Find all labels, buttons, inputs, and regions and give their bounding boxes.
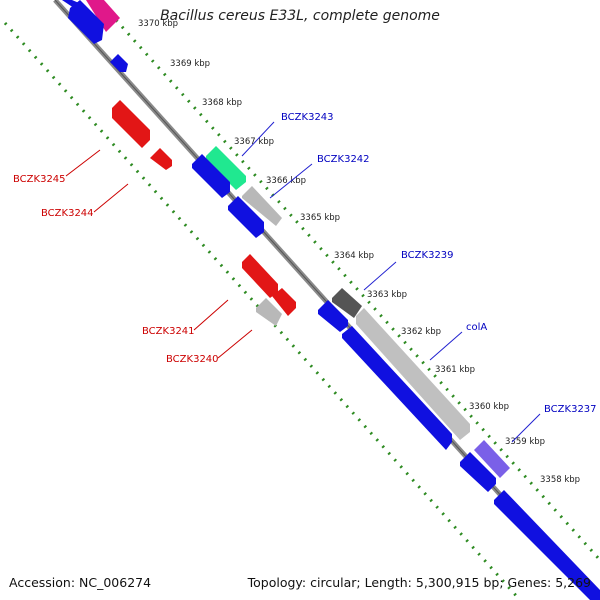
gene-bczk3239[interactable] — [332, 288, 362, 318]
label-bczk3241[interactable]: BCZK3241 — [142, 326, 195, 337]
leader-bczk3240 — [217, 329, 253, 359]
leader-bczk3241 — [193, 299, 229, 331]
gene-forward-6[interactable] — [342, 326, 452, 450]
gene-bczk3240[interactable] — [256, 298, 282, 326]
genome-summary: Topology: circular; Length: 5,300,915 bp… — [247, 575, 591, 590]
label-bczk3240[interactable]: BCZK3240 — [166, 354, 219, 365]
gene-bczk3245[interactable] — [112, 100, 150, 148]
leader-bczk3237 — [511, 413, 541, 443]
gene-forward-3[interactable] — [110, 54, 128, 72]
label-bczk3239[interactable]: BCZK3239 — [401, 250, 454, 261]
kbp-label: 3365 kbp — [300, 213, 340, 223]
kbp-label: 3366 kbp — [266, 176, 306, 186]
gene-bczk3242[interactable] — [192, 154, 230, 198]
leader-bczk3239 — [363, 261, 397, 291]
gene-forward-2[interactable] — [68, 0, 104, 44]
kbp-label: 3360 kbp — [469, 402, 509, 412]
leader-bczk3244 — [93, 183, 129, 213]
gene-labels: BCZK3243 BCZK3242 BCZK3239 colA BCZK3237… — [13, 112, 597, 443]
kbp-label: 3364 kbp — [334, 251, 374, 261]
leader-bczk3245 — [65, 149, 101, 177]
gene-forward-7[interactable] — [460, 452, 496, 492]
gene-features — [62, 0, 600, 600]
gene-grey-1[interactable] — [242, 186, 282, 226]
gene-forward-pink[interactable] — [86, 0, 120, 32]
gene-cola[interactable] — [356, 308, 470, 440]
gene-bczk3243[interactable] — [206, 146, 246, 190]
label-bczk3245[interactable]: BCZK3245 — [13, 174, 66, 185]
kbp-label: 3369 kbp — [170, 59, 210, 69]
gene-forward-5[interactable] — [318, 300, 348, 332]
gene-bczk3241[interactable] — [242, 254, 278, 298]
accession-text: Accession: NC_006274 — [9, 575, 152, 590]
label-cola[interactable]: colA — [466, 322, 487, 333]
gene-forward-8[interactable] — [494, 490, 600, 600]
label-bczk3243[interactable]: BCZK3243 — [281, 112, 334, 123]
kbp-label: 3362 kbp — [401, 327, 441, 337]
genome-title: Bacillus cereus E33L, complete genome — [160, 8, 440, 24]
leader-bczk3242 — [269, 163, 313, 199]
kbp-label: 3368 kbp — [202, 98, 242, 108]
kbp-label: 3358 kbp — [540, 475, 580, 485]
kbp-label: 3363 kbp — [367, 290, 407, 300]
leader-cola — [429, 331, 463, 361]
outer-tick-track — [96, 0, 600, 562]
kbp-label: 3370 kbp — [138, 19, 178, 29]
gene-forward-4[interactable] — [228, 196, 264, 238]
gene-bczk3244[interactable] — [150, 148, 172, 170]
label-bczk3242[interactable]: BCZK3242 — [317, 154, 370, 165]
leader-bczk3243 — [241, 121, 275, 157]
label-bczk3237[interactable]: BCZK3237 — [544, 404, 597, 415]
kbp-label: 3367 kbp — [234, 137, 274, 147]
label-bczk3244[interactable]: BCZK3244 — [41, 208, 94, 219]
gene-red-2[interactable] — [272, 288, 296, 316]
kbp-label: 3361 kbp — [435, 365, 475, 375]
kbp-labels: 3370 kbp 3369 kbp 3368 kbp 3367 kbp 3366 kbp… — [138, 19, 580, 485]
gene-bczk3237[interactable] — [474, 440, 510, 478]
kbp-label: 3359 kbp — [505, 437, 545, 447]
